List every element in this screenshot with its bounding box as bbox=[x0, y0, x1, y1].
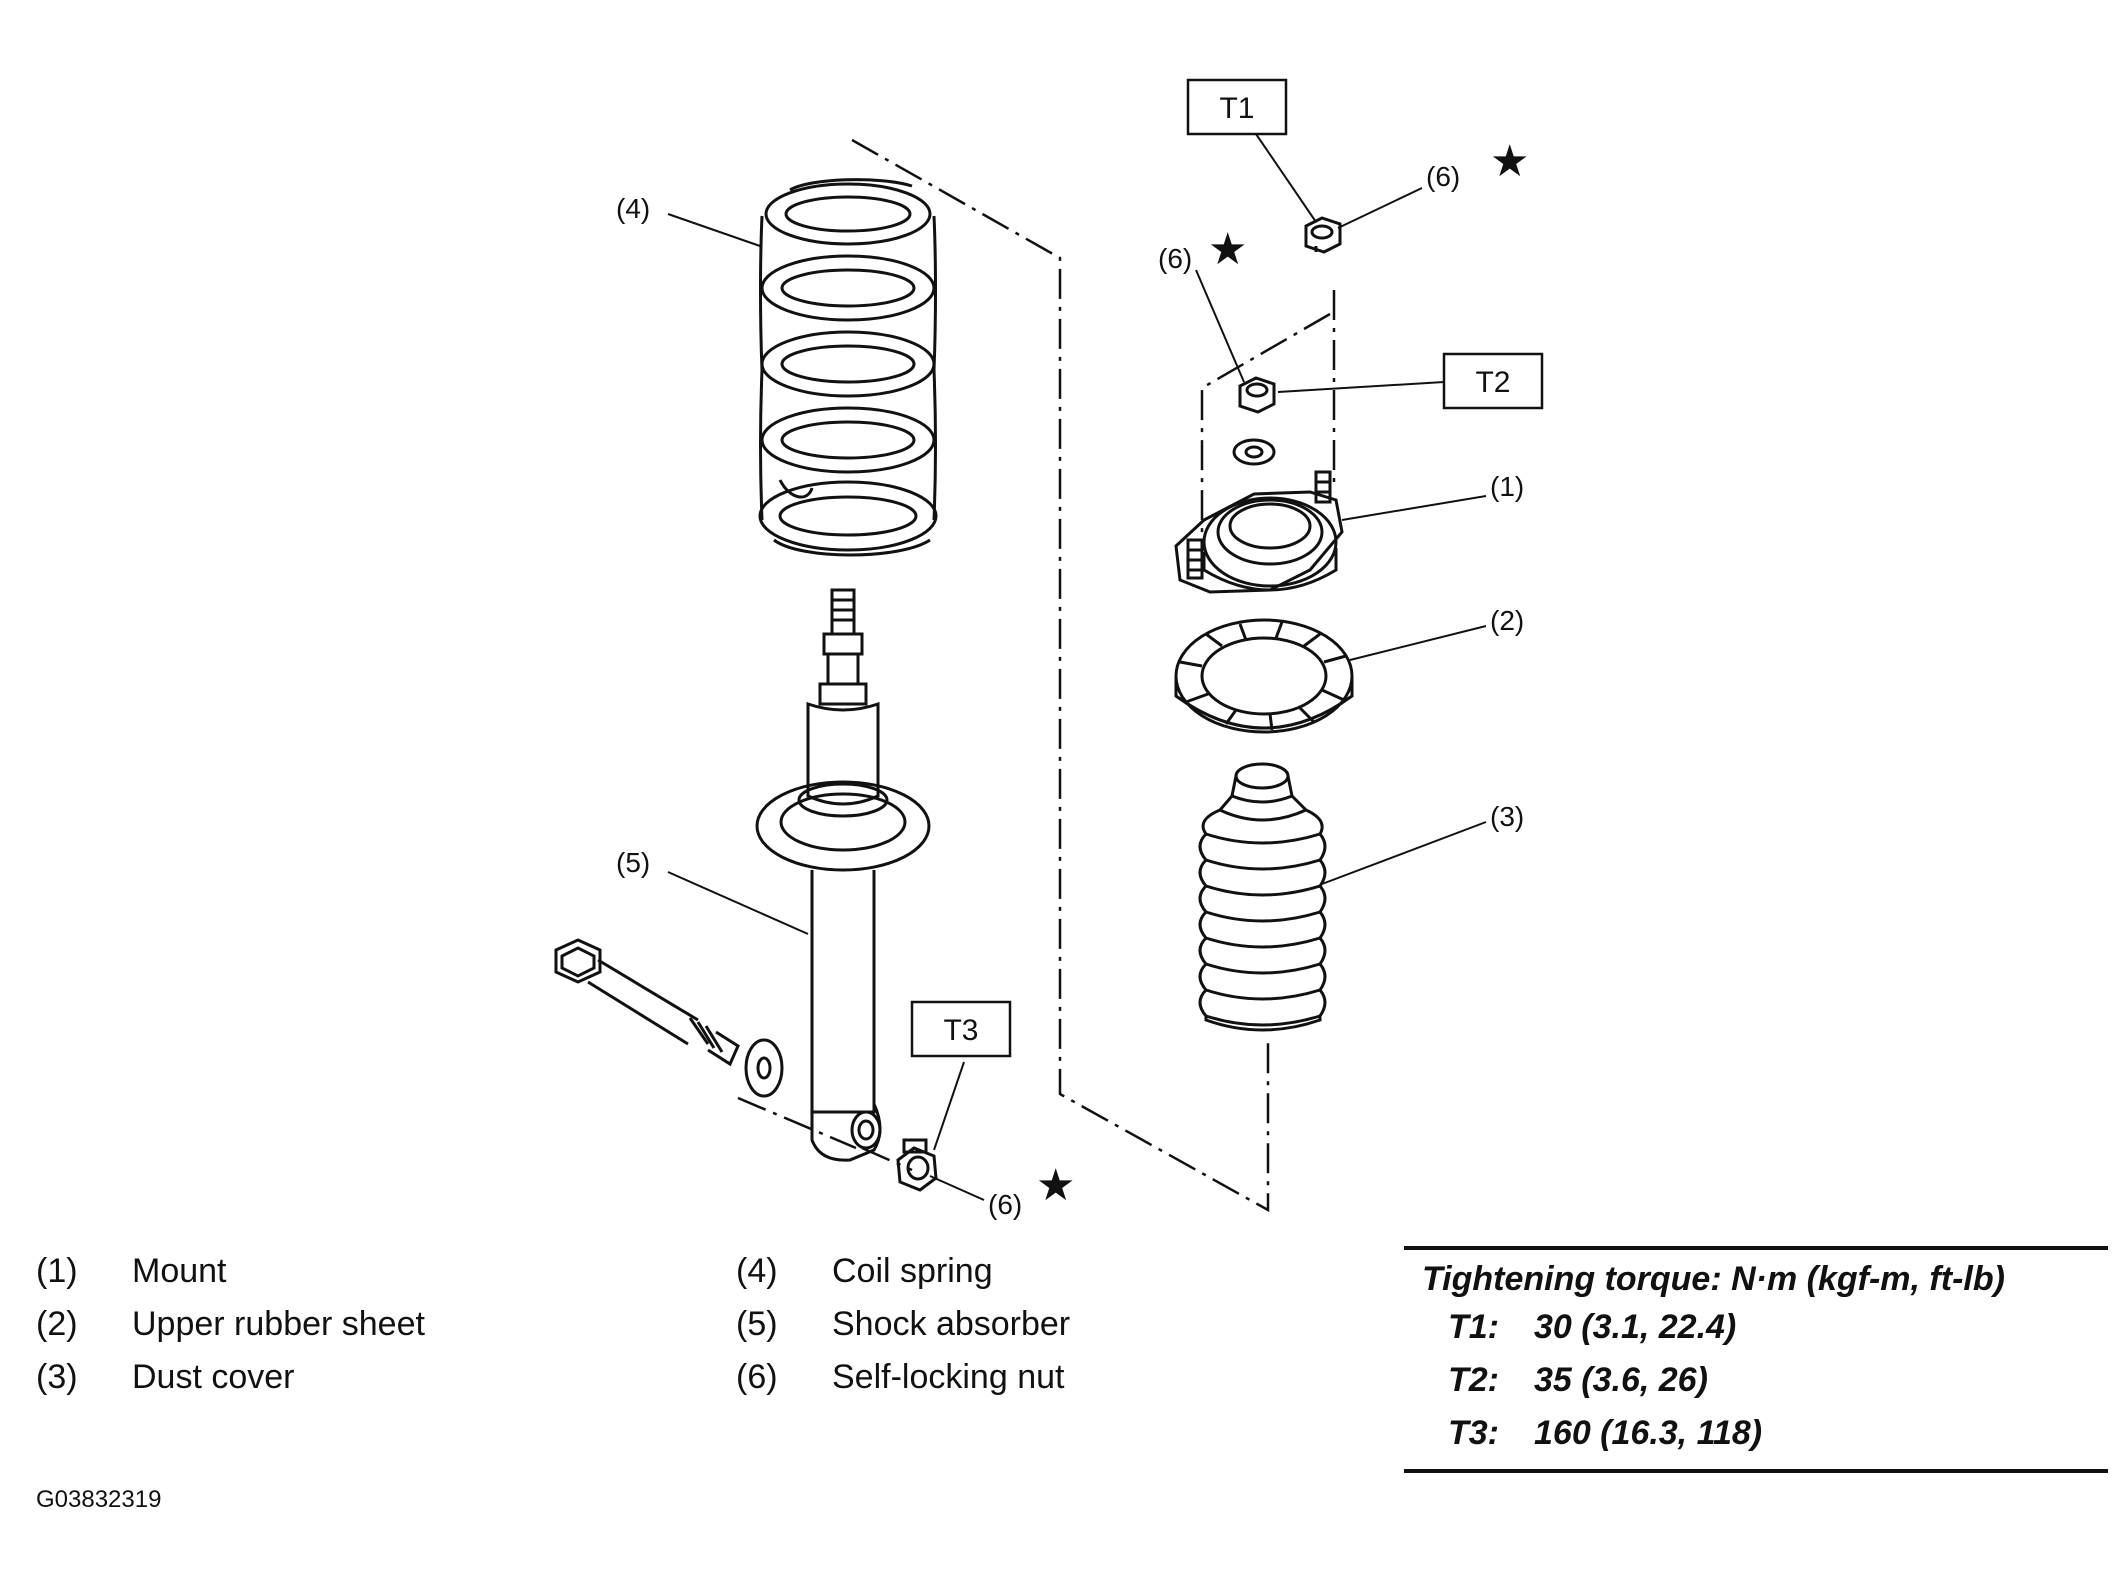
torque-row: T3: 160 (16.3, 118) bbox=[1404, 1410, 2108, 1463]
small-washer bbox=[1232, 438, 1276, 466]
parts-legend-middle: (4) Coil spring (5) Shock absorber (6) S… bbox=[736, 1252, 1296, 1411]
torque-box-t1-label: T1 bbox=[1219, 92, 1254, 125]
legend-label: Upper rubber sheet bbox=[132, 1305, 425, 1343]
star-icon: ★ bbox=[1036, 1160, 1075, 1211]
legend-label: Self-locking nut bbox=[832, 1358, 1065, 1396]
torque-id: T1: bbox=[1448, 1308, 1499, 1346]
torque-value: 35 (3.6, 26) bbox=[1534, 1361, 1708, 1399]
legend-label: Dust cover bbox=[132, 1358, 295, 1396]
torque-box-t2 bbox=[1442, 352, 1544, 410]
shock-absorber bbox=[755, 588, 931, 1162]
callout-nut-top: (6) bbox=[1426, 161, 1460, 192]
callout-dust-cover: (3) bbox=[1490, 801, 1524, 832]
torque-box-t3-label: T3 bbox=[943, 1014, 978, 1047]
figure-id: G03832319 bbox=[36, 1486, 162, 1513]
legend-label: Mount bbox=[132, 1252, 227, 1290]
mounting-bolt bbox=[554, 938, 740, 1067]
self-locking-nut-top bbox=[1304, 216, 1342, 254]
legend-label: Shock absorber bbox=[832, 1305, 1071, 1343]
callout-nut-center: (6) bbox=[1158, 243, 1192, 274]
legend-item: (2) Upper rubber sheet bbox=[36, 1305, 596, 1358]
torque-row: T2: 35 (3.6, 26) bbox=[1404, 1357, 2108, 1410]
torque-id: T2: bbox=[1448, 1361, 1499, 1399]
torque-box-t1 bbox=[1186, 78, 1288, 136]
table-rule-bottom bbox=[1404, 1469, 2108, 1473]
legend-item: (4) Coil spring bbox=[736, 1252, 1296, 1305]
legend-number: (3) bbox=[36, 1358, 78, 1396]
leader-lines bbox=[667, 133, 1487, 1201]
callout-upper-rubber-sheet: (2) bbox=[1490, 605, 1524, 636]
torque-row: T1: 30 (3.1, 22.4) bbox=[1404, 1304, 2108, 1357]
self-locking-nut-center bbox=[1238, 376, 1276, 414]
legend-number: (4) bbox=[736, 1252, 778, 1290]
callout-nut-bottom: (6) bbox=[988, 1189, 1022, 1220]
torque-id: T3: bbox=[1448, 1414, 1499, 1452]
table-rule-top bbox=[1404, 1246, 2108, 1250]
callout-coil-spring: (4) bbox=[616, 193, 650, 224]
washer bbox=[744, 1038, 784, 1098]
torque-box-t2-label: T2 bbox=[1475, 366, 1510, 399]
torque-box-t3 bbox=[910, 1000, 1012, 1058]
legend-number: (2) bbox=[36, 1305, 78, 1343]
legend-number: (1) bbox=[36, 1252, 78, 1290]
legend-label: Coil spring bbox=[832, 1252, 993, 1290]
callout-shock-absorber: (5) bbox=[616, 847, 650, 878]
legend-item: (3) Dust cover bbox=[36, 1358, 596, 1411]
dust-cover bbox=[1198, 762, 1327, 1032]
star-icon: ★ bbox=[1208, 224, 1247, 275]
torque-table-title: Tightening torque: N·m (kgf-m, ft-lb) bbox=[1422, 1260, 2005, 1298]
self-locking-nut-bottom bbox=[896, 1138, 938, 1192]
torque-value: 160 (16.3, 118) bbox=[1534, 1414, 1763, 1452]
torque-value: 30 (3.1, 22.4) bbox=[1534, 1308, 1737, 1346]
tightening-torque-table: Tightening torque: N·m (kgf-m, ft-lb) T1… bbox=[1404, 1246, 2108, 1473]
legend-item: (6) Self-locking nut bbox=[736, 1358, 1296, 1411]
legend-number: (6) bbox=[736, 1358, 778, 1396]
legend-item: (1) Mount bbox=[36, 1252, 596, 1305]
strut-mount bbox=[1174, 470, 1344, 594]
coil-spring bbox=[758, 178, 938, 557]
upper-rubber-sheet bbox=[1174, 618, 1354, 734]
callout-mount: (1) bbox=[1490, 471, 1524, 502]
star-icon: ★ bbox=[1490, 136, 1529, 187]
parts-legend-left: (1) Mount (2) Upper rubber sheet (3) Dus… bbox=[36, 1252, 596, 1411]
legend-number: (5) bbox=[736, 1305, 778, 1343]
legend-item: (5) Shock absorber bbox=[736, 1305, 1296, 1358]
